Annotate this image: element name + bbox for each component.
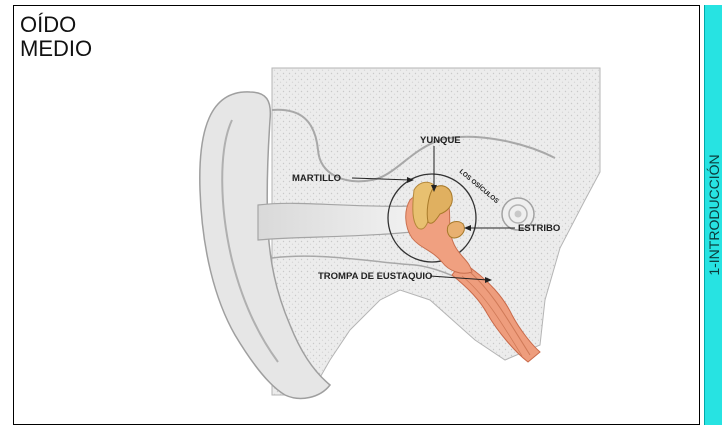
label-estribo: ESTRIBO (518, 223, 560, 234)
label-trompa-de-eustaquio: TROMPA DE EUSTAQUIO (318, 271, 432, 282)
label-martillo: MARTILLO (292, 173, 341, 184)
label-yunque: YUNQUE (420, 135, 461, 146)
